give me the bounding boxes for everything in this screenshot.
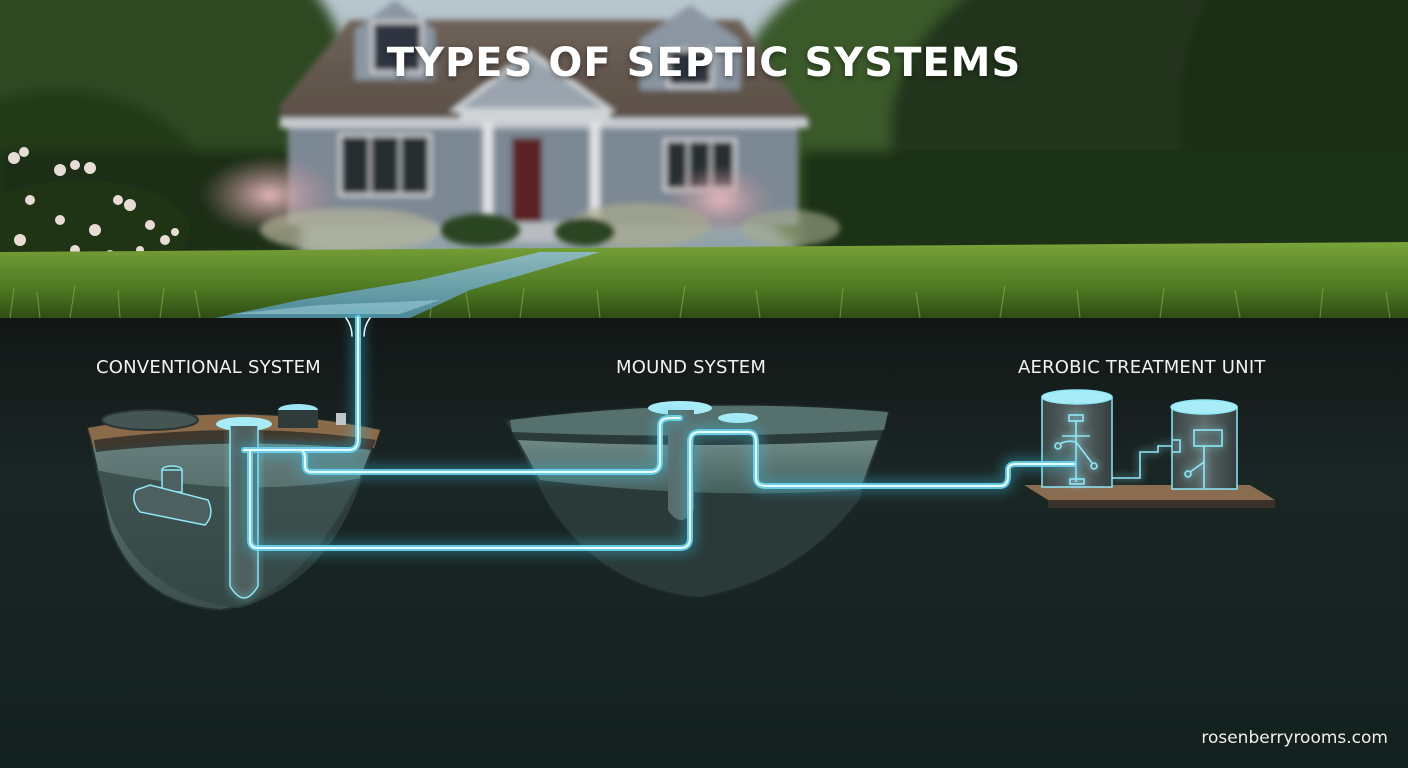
aerobic-treatment-unit-label: AEROBIC TREATMENT UNIT [1018, 357, 1266, 378]
mound-system-label: MOUND SYSTEM [616, 357, 767, 378]
conventional-system-label: CONVENTIONAL SYSTEM [96, 357, 321, 378]
glowing-pipe [237, 311, 1081, 555]
watermark: rosenberryrooms.com [1201, 728, 1388, 748]
aerobic-tanks-icon [1024, 389, 1275, 508]
page-title: TYPES OF SEPTIC SYSTEMS [386, 40, 1022, 86]
